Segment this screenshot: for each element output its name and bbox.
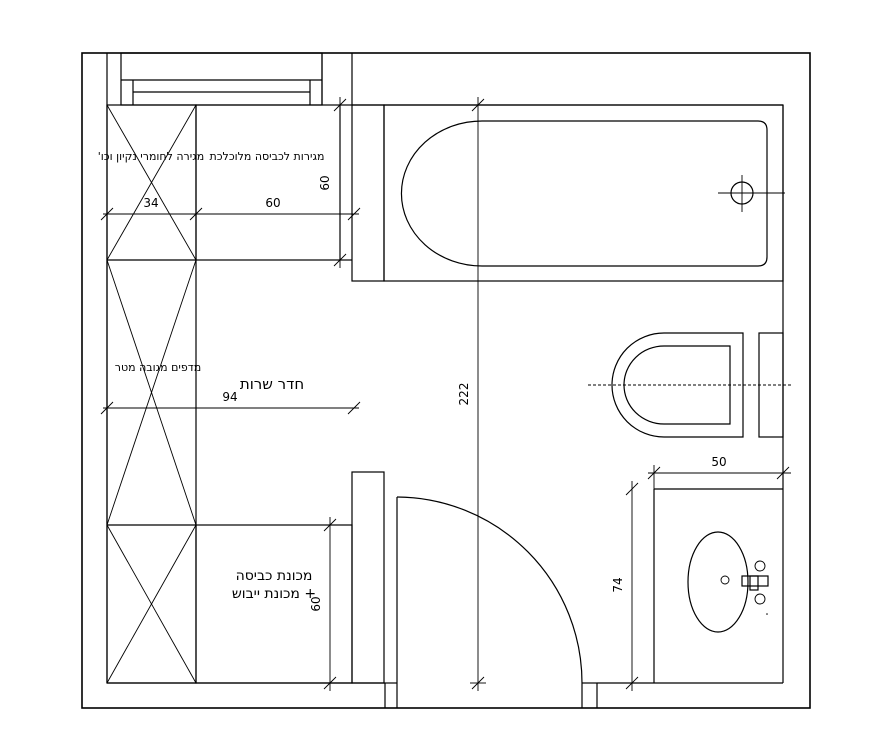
shelves-label: מדפים מגובה מטר <box>115 361 201 374</box>
cabinet-column <box>106 104 197 684</box>
washer-label: מכונת כביסה <box>236 568 313 584</box>
dimension-lines <box>100 97 791 691</box>
laundry-drawers-box <box>195 104 385 282</box>
dim-222-text: 222 <box>457 383 471 406</box>
cleaning-shelf-label: מגירה לחומרי נקיון וכו' <box>98 150 204 163</box>
laundry-drawers-label: מגירות לכביסה מלוכלכת <box>210 150 325 163</box>
bathtub <box>383 104 785 282</box>
washer-dryer-box <box>195 471 385 684</box>
dim-60-vertical-text: 60 <box>318 175 332 190</box>
dim-60-text: 60 <box>265 196 280 210</box>
dim-34-text: 34 <box>143 196 158 210</box>
faucet-icon <box>741 575 769 587</box>
dim-50-text: 50 <box>711 455 726 469</box>
door-swing <box>396 496 583 684</box>
sink-cabinet <box>653 488 783 683</box>
sink-basin-icon <box>687 531 749 633</box>
window <box>120 52 323 106</box>
dryer-label: + מכונת ייבוש <box>232 586 316 602</box>
dim-60-bottom-text: 60 <box>309 596 323 611</box>
dim-94-text: 94 <box>222 390 237 404</box>
dim-74-text: 74 <box>611 577 625 592</box>
room-name-label: חדר שרות <box>240 375 304 393</box>
toilet <box>588 332 793 438</box>
